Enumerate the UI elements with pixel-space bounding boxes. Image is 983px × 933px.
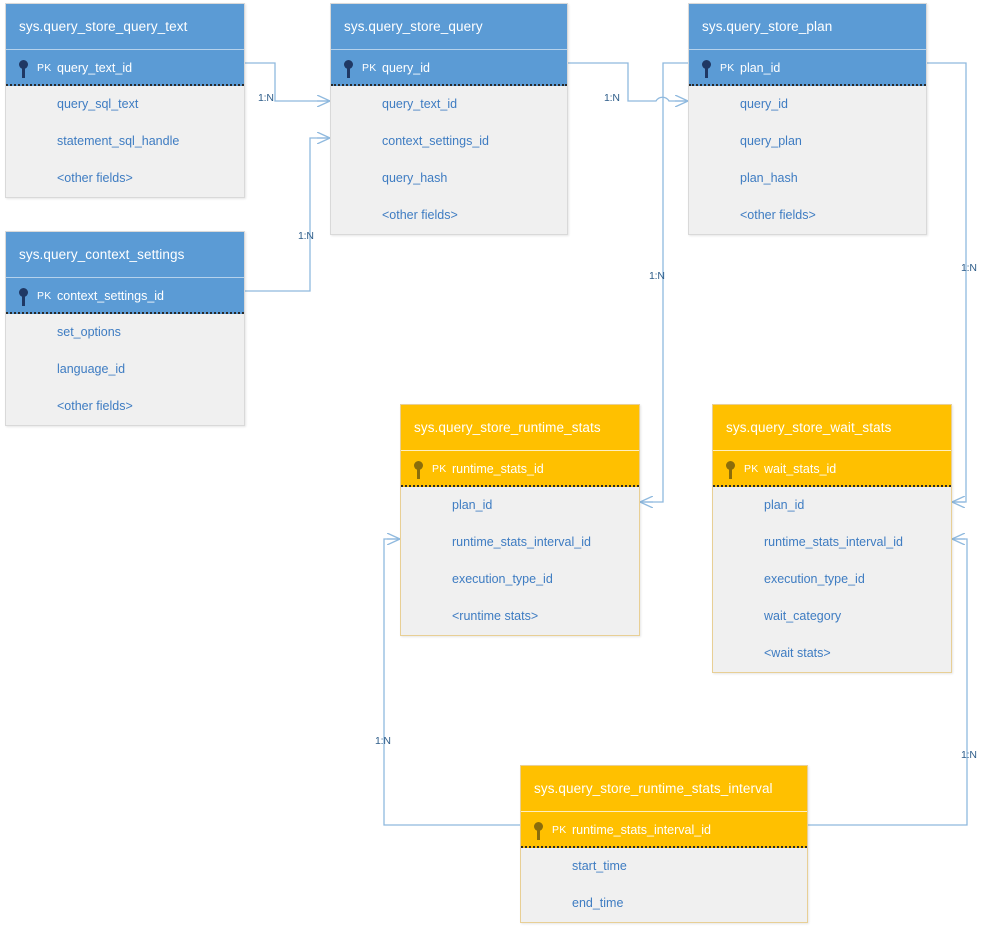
pk-tag: PK [744, 463, 759, 475]
entity-title: sys.query_store_runtime_stats_interval [521, 766, 807, 811]
entity-query-store-plan[interactable]: sys.query_store_plan PK plan_id query_id… [688, 3, 927, 235]
key-icon [414, 461, 423, 479]
pk-tag: PK [720, 62, 735, 74]
primary-key-row: PK plan_id [689, 49, 926, 86]
field-row: language_id [57, 362, 126, 376]
pk-field-name: plan_id [740, 61, 781, 75]
entity-query-store-query[interactable]: sys.query_store_query PK query_id query_… [330, 3, 568, 235]
primary-key-row: PK query_text_id [6, 49, 244, 86]
cardinality-label-plan-to-runtime-stats: 1:N [649, 270, 665, 282]
entity-title: sys.query_store_runtime_stats [401, 405, 639, 450]
field-row: <runtime stats> [452, 609, 539, 623]
entity-query-context-settings[interactable]: sys.query_context_settings PK context_se… [5, 231, 245, 426]
field-row: wait_category [764, 609, 842, 623]
field-row: <other fields> [57, 171, 133, 185]
pk-tag: PK [362, 62, 377, 74]
field-row: context_settings_id [382, 134, 490, 148]
field-row: query_sql_text [57, 97, 139, 111]
entity-query-store-runtime-stats-interval[interactable]: sys.query_store_runtime_stats_interval P… [520, 765, 808, 923]
field-row: query_hash [382, 171, 448, 185]
entity-query-store-wait-stats[interactable]: sys.query_store_wait_stats PK wait_stats… [712, 404, 952, 673]
field-row: runtime_stats_interval_id [452, 535, 591, 549]
cardinality-label-context-to-query: 1:N [298, 230, 314, 242]
field-row: <other fields> [740, 208, 816, 222]
field-row: start_time [572, 859, 627, 873]
primary-key-row: PK wait_stats_id [713, 450, 951, 487]
entity-title: sys.query_store_query_text [6, 4, 244, 49]
cardinality-label-interval-to-runtime-stats: 1:N [375, 735, 391, 747]
field-row: runtime_stats_interval_id [764, 535, 903, 549]
entity-query-store-runtime-stats[interactable]: sys.query_store_runtime_stats PK runtime… [400, 404, 640, 636]
primary-key-row: PK query_id [331, 49, 567, 86]
primary-key-row: PK context_settings_id [6, 277, 244, 314]
pk-tag: PK [552, 824, 567, 836]
field-row: query_plan [740, 134, 802, 148]
entity-title: sys.query_context_settings [6, 232, 244, 277]
primary-key-row: PK runtime_stats_id [401, 450, 639, 487]
connector-plan-to-runtime-stats [640, 62, 688, 502]
entity-title: sys.query_store_plan [689, 4, 926, 49]
connector-context-to-query [245, 138, 330, 292]
entity-title: sys.query_store_query [331, 4, 567, 49]
field-row: execution_type_id [764, 572, 865, 586]
key-icon [726, 461, 735, 479]
field-row: plan_hash [740, 171, 798, 185]
pk-field-name: wait_stats_id [764, 462, 837, 476]
pk-field-name: context_settings_id [57, 289, 165, 303]
key-icon [19, 60, 28, 78]
connector-query-to-plan [568, 62, 688, 101]
key-icon [534, 822, 543, 840]
pk-tag: PK [37, 62, 52, 74]
field-row: plan_id [452, 498, 493, 512]
field-row: execution_type_id [452, 572, 553, 586]
field-row: set_options [57, 325, 121, 339]
field-row: query_text_id [382, 97, 458, 111]
pk-field-name: query_text_id [57, 61, 133, 75]
key-icon [19, 288, 28, 306]
pk-field-name: query_id [382, 61, 430, 75]
field-row: <other fields> [382, 208, 458, 222]
pk-field-name: runtime_stats_interval_id [572, 823, 711, 837]
primary-key-row: PK runtime_stats_interval_id [521, 811, 807, 848]
field-row: plan_id [764, 498, 805, 512]
pk-field-name: runtime_stats_id [452, 462, 544, 476]
cardinality-label-query-to-plan: 1:N [604, 92, 620, 104]
cardinality-label-plan-to-wait-stats: 1:N [961, 262, 977, 274]
field-row: statement_sql_handle [57, 134, 180, 148]
entity-query-store-query-text[interactable]: sys.query_store_query_text PK query_text… [5, 3, 245, 198]
pk-tag: PK [37, 290, 52, 302]
entity-title: sys.query_store_wait_stats [713, 405, 951, 450]
field-row: <wait stats> [764, 646, 831, 660]
field-row: query_id [740, 97, 788, 111]
key-icon [702, 60, 711, 78]
pk-tag: PK [432, 463, 447, 475]
cardinality-label-interval-to-wait-stats: 1:N [961, 749, 977, 761]
field-row: <other fields> [57, 399, 133, 413]
field-row: end_time [572, 896, 624, 910]
cardinality-label-text-to-query: 1:N [258, 92, 274, 104]
key-icon [344, 60, 353, 78]
